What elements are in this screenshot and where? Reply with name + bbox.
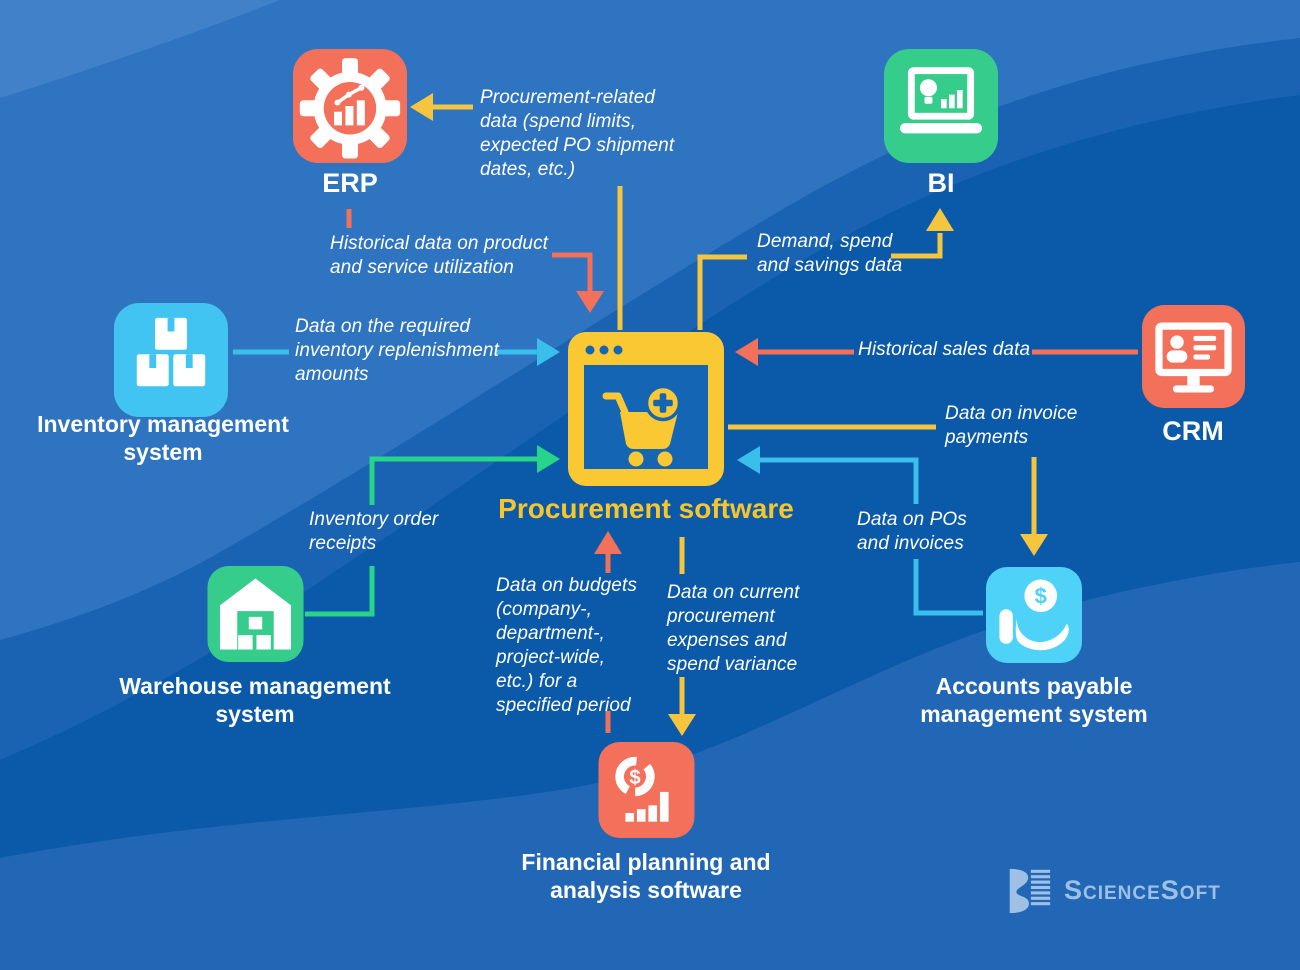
shopping-cart-window-icon (568, 332, 724, 486)
flow-label-financial-planning-to-center: Data on budgets (company-, department-, … (496, 575, 637, 716)
warehouse-building-icon (207, 566, 304, 662)
sciencesoft-logo: ScienceSoft (1002, 864, 1221, 916)
flow-label-center-to-accounts-payable: Data on invoice payments (945, 403, 1078, 448)
accounts-payable-label: Accounts payable management system (920, 673, 1148, 727)
erp-icon (293, 48, 407, 164)
sciencesoft-mark-icon (1009, 868, 1051, 914)
arrow-inventory-to-center (233, 338, 560, 366)
crm-icon (1142, 304, 1245, 409)
financial-planning-label: Financial planning and analysis software (521, 849, 771, 903)
arrow-center-to-bi (697, 208, 954, 330)
laptop-analytics-icon (884, 49, 998, 163)
monitor-contact-icon (1142, 305, 1245, 408)
flow-label-center-to-bi: Demand, spend and savings data (757, 231, 903, 276)
flow-label-center-to-financial-planning: Data on current procurement expenses and… (667, 582, 800, 675)
boxes-icon (114, 303, 228, 417)
gear-chart-icon (293, 49, 407, 163)
arrow-crm-to-center (735, 338, 1138, 366)
arrow-center-to-accounts-payable (728, 424, 1048, 556)
financial-planning-icon: $ (598, 742, 695, 838)
arrow-center-to-financial-planning (668, 537, 696, 736)
warehouse-label: Warehouse management system (119, 673, 391, 727)
erp-label: ERP (322, 168, 378, 198)
svg-text:$: $ (1035, 583, 1047, 608)
sciencesoft-logo-text: ScienceSoft (1064, 874, 1221, 905)
arrow-accounts-payable-to-center (737, 446, 983, 616)
flow-label-inventory-to-center: Data on the required inventory replenish… (295, 316, 500, 385)
inventory-icon (114, 303, 228, 417)
procurement-software-label: Procurement software (498, 493, 794, 524)
svg-text:$: $ (629, 767, 640, 789)
bi-label: BI (927, 168, 955, 198)
bi-icon (884, 48, 998, 164)
donut-dollar-chart-icon: $ (598, 742, 695, 838)
arrow-warehouse-to-center (305, 445, 560, 617)
arrow-center-to-erp (410, 93, 623, 330)
hand-dollar-icon: $ (986, 567, 1082, 663)
flow-label-accounts-payable-to-center: Data on POs and invoices (857, 509, 967, 554)
flow-label-warehouse-to-center: Inventory order receipts (309, 509, 439, 554)
accounts-payable-icon: $ (985, 567, 1083, 663)
procurement-software-icon (568, 332, 724, 486)
flow-label-crm-to-center: Historical sales data (858, 339, 1031, 360)
arrow-financial-planning-to-center (594, 531, 622, 733)
warehouse-icon (207, 566, 304, 662)
flow-label-erp-to-center: Historical data on product and service u… (330, 233, 549, 278)
crm-label: CRM (1162, 416, 1224, 446)
arrow-erp-to-center (346, 209, 604, 313)
flow-label-center-to-erp: Procurement-related data (spend limits, … (480, 87, 675, 180)
inventory-label: Inventory management system (37, 411, 289, 465)
